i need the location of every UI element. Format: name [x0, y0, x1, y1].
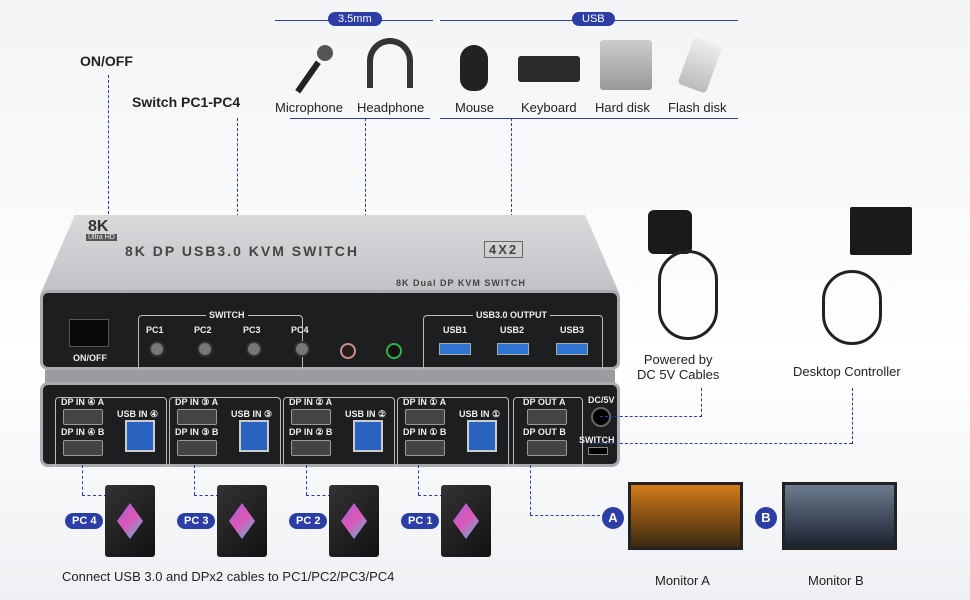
flash-disk-icon — [677, 36, 723, 94]
usb3-label: USB3 — [560, 325, 585, 335]
dp-out-a-label: DP OUT A — [523, 397, 566, 407]
mouse-icon — [460, 45, 488, 91]
controller-cable-icon — [822, 270, 882, 345]
dp-in-a-label: DP IN ④ A — [61, 397, 105, 407]
usb-b-port[interactable] — [239, 420, 269, 452]
model-label: 4X2 — [484, 241, 524, 258]
monitor-a-badge: A — [602, 507, 624, 529]
usb1-port[interactable] — [439, 343, 471, 355]
headphone-jack[interactable] — [386, 343, 402, 359]
microphone-jack[interactable] — [340, 343, 356, 359]
dp-in-b-label: DP IN ② B — [289, 427, 333, 437]
power-switch[interactable] — [69, 319, 109, 347]
dp-in-b-label: DP IN ① B — [403, 427, 447, 437]
pc-tower — [329, 485, 379, 557]
switch-port[interactable] — [588, 447, 608, 455]
pc3-button[interactable] — [246, 341, 262, 357]
pc1-label: PC1 — [146, 325, 164, 335]
headphone-icon — [367, 38, 413, 88]
switch-port-label: SWITCH — [579, 435, 615, 445]
pc-badge: PC 3 — [177, 513, 216, 529]
dp-in-a-port[interactable] — [405, 409, 445, 425]
monitor-b-label: Monitor B — [808, 573, 864, 588]
device-title: 8K DP USB3.0 KVM SWITCH — [125, 243, 359, 259]
power-adapter-icon — [648, 210, 692, 254]
peripheral-label: Microphone — [275, 100, 343, 115]
dp-in-b-port[interactable] — [63, 440, 103, 456]
pc4-label: PC4 — [291, 325, 309, 335]
dp-out-b-label: DP OUT B — [523, 427, 566, 437]
microphone-icon — [295, 45, 335, 95]
rear-panel: DP IN ④ A DP IN ④ B USB IN ④ DP IN ③ A D… — [40, 382, 620, 467]
usb-group-badge: USB — [572, 12, 615, 26]
device-subtitle: 8K Dual DP KVM SWITCH — [396, 278, 526, 288]
power-label: Powered by DC 5V Cables — [637, 352, 720, 382]
usb-output-label: USB3.0 OUTPUT — [473, 310, 551, 320]
pc-badge: PC 4 — [65, 513, 104, 529]
hard-disk-icon — [600, 40, 652, 90]
pc-badge: PC 1 — [401, 513, 440, 529]
usb-in-label: USB IN ① — [459, 409, 501, 419]
8k-badge: 8K — [88, 218, 109, 235]
usb-b-port[interactable] — [125, 420, 155, 452]
usb2-label: USB2 — [500, 325, 525, 335]
peripheral-label: Mouse — [455, 100, 495, 115]
kvm-top-case — [40, 215, 620, 295]
desktop-controller-icon — [850, 207, 912, 255]
usb3-port[interactable] — [556, 343, 588, 355]
usb-b-port[interactable] — [353, 420, 383, 452]
pc-badge: PC 2 — [289, 513, 328, 529]
dp-out-b-port[interactable] — [527, 440, 567, 456]
peripheral-label: Headphone — [357, 100, 425, 115]
dp-in-b-label: DP IN ③ B — [175, 427, 219, 437]
front-panel: ON/OFF SWITCH PC1 PC2 PC3 PC4 USB3.0 OUT… — [40, 290, 620, 370]
pc2-label: PC2 — [194, 325, 212, 335]
usb1-label: USB1 — [443, 325, 468, 335]
dp-in-b-port[interactable] — [291, 440, 331, 456]
dp-out-a-port[interactable] — [527, 409, 567, 425]
dp-in-a-label: DP IN ③ A — [175, 397, 219, 407]
ultra-hd-badge: Ultra HD — [86, 234, 117, 241]
monitor-a-label: Monitor A — [655, 573, 710, 588]
keyboard-icon — [518, 56, 580, 82]
peripheral-label: Keyboard — [521, 100, 577, 115]
dp-in-a-port[interactable] — [291, 409, 331, 425]
pc3-label: PC3 — [243, 325, 261, 335]
usb2-port[interactable] — [497, 343, 529, 355]
pc4-button[interactable] — [294, 341, 310, 357]
monitor-a — [628, 482, 743, 550]
dp-in-a-port[interactable] — [177, 409, 217, 425]
bottom-caption: Connect USB 3.0 and DPx2 cables to PC1/P… — [62, 569, 395, 584]
monitor-b-badge: B — [755, 507, 777, 529]
dp-in-b-label: DP IN ④ B — [61, 427, 105, 437]
dp-in-b-port[interactable] — [177, 440, 217, 456]
dp-in-a-label: DP IN ① A — [403, 397, 447, 407]
front-on-off-label: ON/OFF — [73, 353, 107, 363]
pc2-button[interactable] — [197, 341, 213, 357]
dc-label: DC/5V — [588, 395, 615, 405]
usb-in-label: USB IN ④ — [117, 409, 159, 419]
pc1-button[interactable] — [149, 341, 165, 357]
dc-power-port[interactable] — [591, 407, 611, 427]
dp-in-a-label: DP IN ② A — [289, 397, 333, 407]
pc-tower — [105, 485, 155, 557]
switch-label: SWITCH — [206, 310, 248, 320]
pc-tower — [217, 485, 267, 557]
usb-b-port[interactable] — [467, 420, 497, 452]
usb-in-label: USB IN ③ — [231, 409, 273, 419]
power-cable-icon — [658, 250, 718, 340]
dp-in-a-port[interactable] — [63, 409, 103, 425]
usb-in-label: USB IN ② — [345, 409, 387, 419]
audio-group-badge: 3.5mm — [328, 12, 382, 26]
on-off-label: ON/OFF — [80, 53, 133, 69]
peripheral-label: Hard disk — [595, 100, 650, 115]
monitor-b — [782, 482, 897, 550]
peripheral-label: Flash disk — [668, 100, 727, 115]
switch-pc-label: Switch PC1-PC4 — [132, 94, 241, 110]
controller-label: Desktop Controller — [793, 364, 901, 379]
pc-tower — [441, 485, 491, 557]
dp-in-b-port[interactable] — [405, 440, 445, 456]
